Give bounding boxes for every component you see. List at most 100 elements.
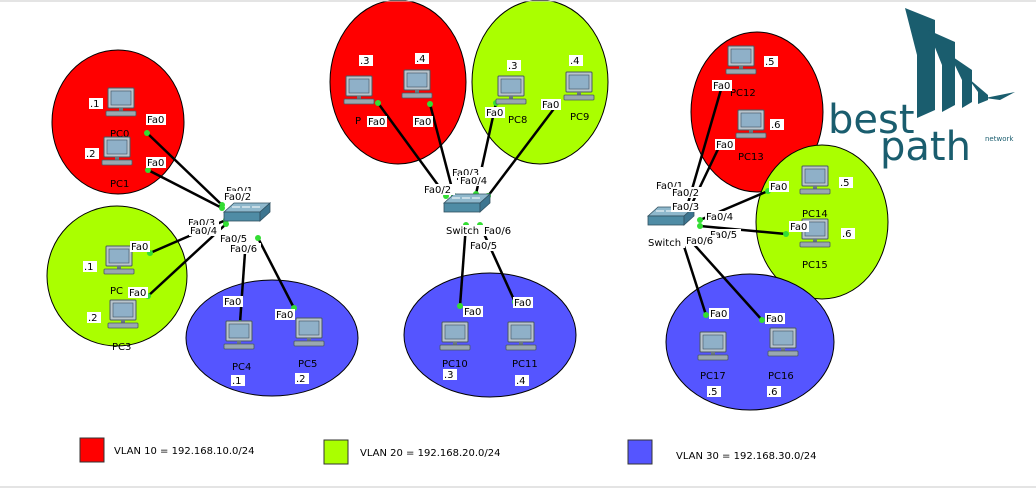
switch-port-label: Fa0/2 bbox=[672, 188, 699, 199]
pc-icon[interactable] bbox=[563, 71, 595, 101]
pc-port-label-bg bbox=[146, 157, 166, 168]
pc-ip-label-bg bbox=[764, 56, 778, 67]
pc-port-label: Fa0 bbox=[790, 222, 807, 233]
pc-icon[interactable] bbox=[725, 45, 757, 75]
pc-ip-label-bg bbox=[767, 386, 781, 397]
switch-port-label-bg bbox=[671, 187, 703, 198]
switch-port-label: Fa0/3 bbox=[452, 168, 479, 179]
pc-ip-label: .4 bbox=[416, 54, 426, 65]
switch-port-label-bg bbox=[671, 201, 703, 212]
pc-port-label-bg bbox=[367, 116, 387, 127]
switch-name-label-bg bbox=[445, 225, 483, 236]
port-status-dot bbox=[144, 130, 150, 136]
pc-port-label: Fa0 bbox=[486, 108, 503, 119]
switch-port-label-bg bbox=[189, 225, 221, 236]
pc-name-label: PC12 bbox=[730, 88, 756, 99]
pc-port-label: Fa0 bbox=[129, 288, 146, 299]
pc-port-label-bg bbox=[709, 308, 729, 319]
logo-text-best: best bbox=[828, 97, 915, 143]
bestpath-logo: best path network bbox=[828, 8, 1015, 170]
pc-icon[interactable] bbox=[697, 331, 729, 361]
switch-port-label-bg bbox=[423, 184, 455, 195]
pc-ip-label: .2 bbox=[296, 374, 306, 385]
pc-name-label: PC1 bbox=[110, 179, 129, 190]
pc-port-label: Fa0 bbox=[147, 115, 164, 126]
pc-icon[interactable] bbox=[767, 327, 799, 357]
link-cable bbox=[478, 224, 517, 303]
pc-icon[interactable] bbox=[505, 321, 537, 351]
switch-port-label-bg bbox=[451, 167, 483, 178]
pc-name-label: PC5 bbox=[298, 359, 317, 370]
port-status-dot bbox=[375, 100, 381, 106]
pc-port-label-bg bbox=[275, 309, 295, 320]
switch-icon[interactable] bbox=[223, 202, 271, 222]
switch-port-label-bg bbox=[685, 235, 717, 246]
switch-port-label: Fa0/5 bbox=[470, 241, 497, 252]
switch-port-label: Fa0/6 bbox=[484, 226, 511, 237]
pc-ip-label-bg bbox=[359, 55, 373, 66]
switch-port-label: Fa0/2 bbox=[224, 192, 251, 203]
pc-icon[interactable] bbox=[799, 165, 831, 195]
pc-port-label-bg bbox=[765, 313, 785, 324]
pc-ip-label: .5 bbox=[840, 178, 850, 189]
pc-icon[interactable] bbox=[105, 87, 137, 117]
pc-icon[interactable] bbox=[223, 320, 255, 350]
switch-port-label: Fa0/4 bbox=[706, 212, 733, 223]
pc-icon[interactable] bbox=[439, 321, 471, 351]
pc-name-label: PC10 bbox=[442, 359, 468, 370]
switch-port-label-bg bbox=[459, 175, 491, 186]
pc-name-label: PC17 bbox=[700, 371, 726, 382]
pc-icon[interactable] bbox=[343, 75, 375, 105]
pc-icon[interactable] bbox=[735, 109, 767, 139]
switch-port-label: Fa0/4 bbox=[460, 176, 487, 187]
pc-ip-label-bg bbox=[507, 60, 521, 71]
pc-name-label: P bbox=[355, 116, 361, 127]
link-cable bbox=[689, 239, 763, 321]
pc-ip-label-bg bbox=[85, 148, 99, 159]
pc-name-label: PC16 bbox=[768, 371, 794, 382]
pc-ip-label: .5 bbox=[708, 387, 718, 398]
pc-icon[interactable] bbox=[293, 317, 325, 347]
pc-ip-label-bg bbox=[415, 53, 429, 64]
pc-port-label: Fa0 bbox=[514, 298, 531, 309]
switch-port-label-bg bbox=[483, 225, 515, 236]
pc-ip-label: .4 bbox=[570, 56, 580, 67]
vlan30-zone-left bbox=[185, 279, 359, 397]
switch-port-label: Fa0/6 bbox=[230, 244, 257, 255]
pc-port-label: Fa0 bbox=[131, 242, 148, 253]
pc-ip-label: .1 bbox=[84, 262, 94, 273]
pc-port-label-bg bbox=[513, 297, 533, 308]
switch-port-label-bg bbox=[223, 191, 255, 202]
port-status-dot bbox=[457, 303, 463, 309]
pc-name-label: PC13 bbox=[738, 152, 764, 163]
link-cable bbox=[458, 224, 468, 307]
switch-icon[interactable] bbox=[443, 193, 491, 213]
switch-port-label: Fa0/1 bbox=[656, 181, 683, 192]
pc-port-label-bg bbox=[128, 287, 148, 298]
switch-name-label: Switch bbox=[648, 238, 681, 249]
vlan30-zone-right bbox=[665, 273, 835, 411]
vlan30-zone-center bbox=[403, 272, 577, 398]
logo-mark bbox=[905, 8, 1015, 118]
pc-port-label: Fa0 bbox=[464, 307, 481, 318]
pc-port-label-bg bbox=[789, 221, 809, 232]
legend-swatch-vlan10 bbox=[79, 437, 105, 463]
legend-label-vlan30: VLAN 30 = 192.168.30.0/24 bbox=[676, 451, 817, 462]
pc-icon[interactable] bbox=[401, 69, 433, 99]
switch-port-label: Fa0/3 bbox=[188, 218, 215, 229]
switch-port-label: Fa0/5 bbox=[220, 234, 247, 245]
pc-port-label: Fa0 bbox=[716, 140, 733, 151]
pc-icon[interactable] bbox=[103, 245, 135, 275]
pc-icon[interactable] bbox=[107, 299, 139, 329]
port-status-dot bbox=[697, 223, 703, 229]
pc-icon[interactable] bbox=[495, 75, 527, 105]
pc-ip-label-bg bbox=[841, 228, 855, 239]
pc-port-label-bg bbox=[715, 139, 735, 150]
pc-ip-label: .1 bbox=[90, 99, 100, 110]
pc-icon[interactable] bbox=[101, 136, 133, 166]
link-cable bbox=[487, 105, 557, 197]
pc-port-label-bg bbox=[146, 114, 166, 125]
pc-ip-label-bg bbox=[89, 98, 103, 109]
switch-name-label-bg bbox=[647, 237, 685, 248]
pc-port-label-bg bbox=[541, 99, 561, 110]
